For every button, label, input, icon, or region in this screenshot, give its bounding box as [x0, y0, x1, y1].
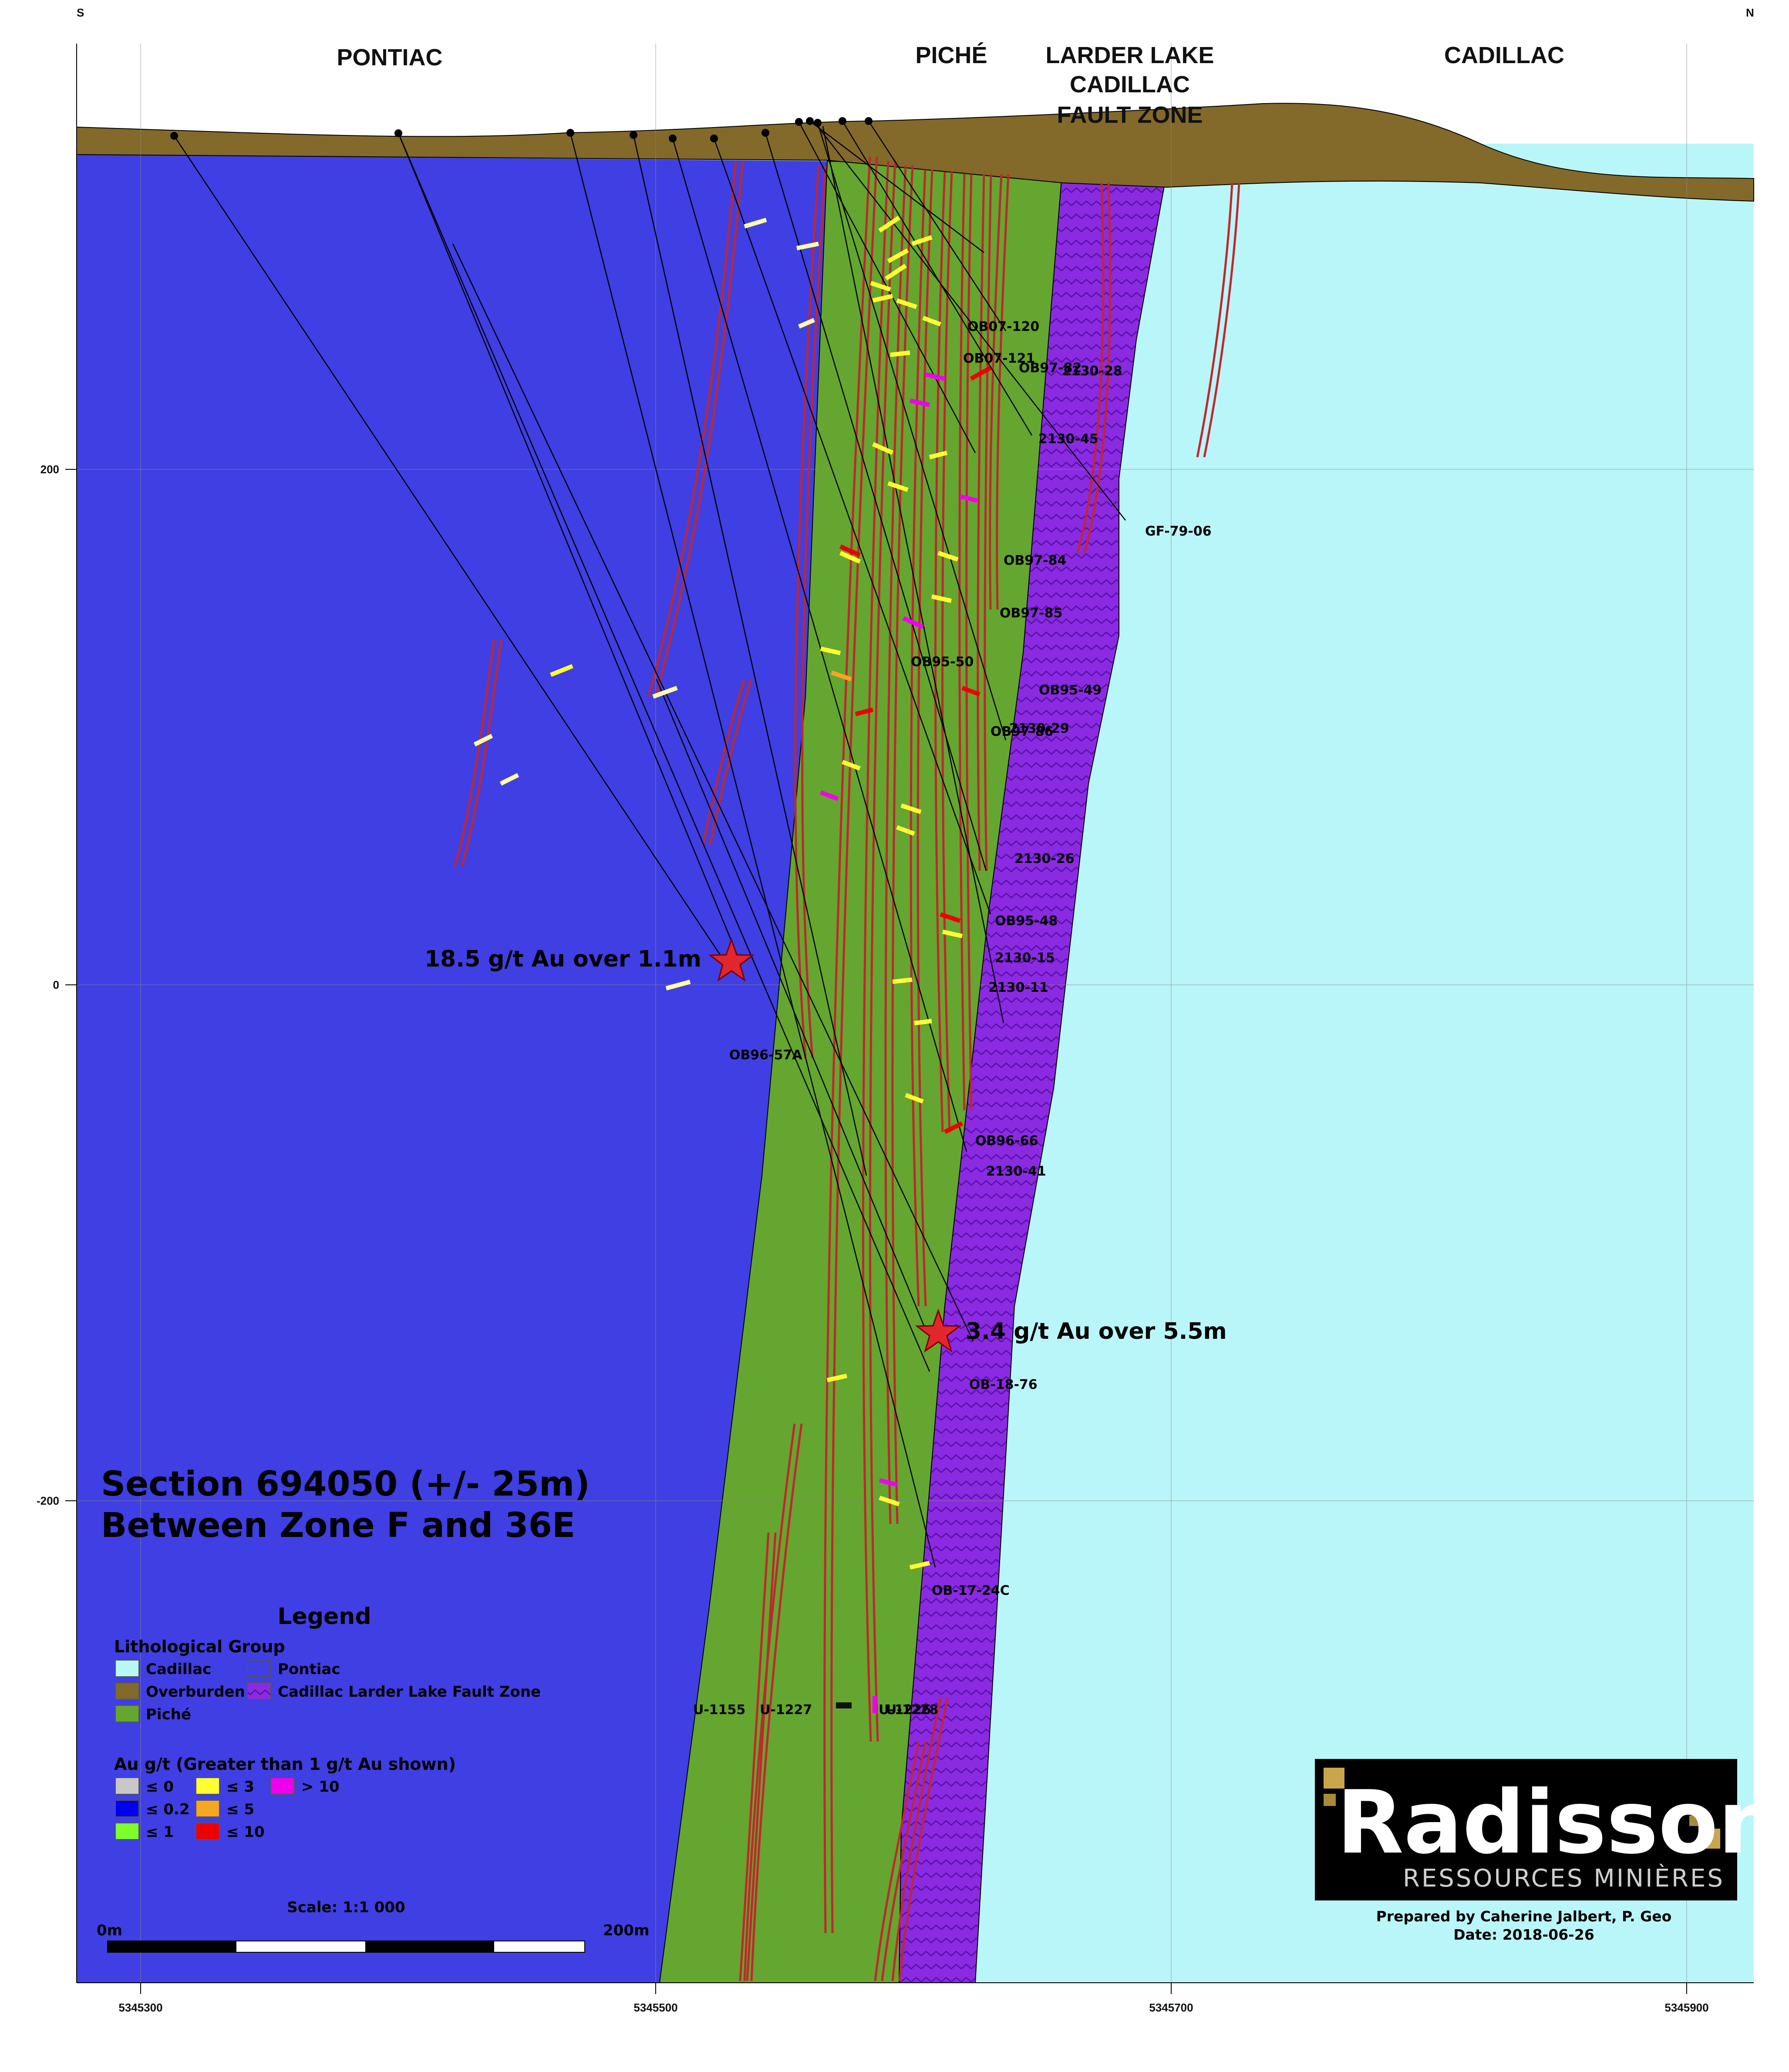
hole-label: OB95-48 [995, 913, 1058, 929]
hole-collar-icon [873, 1696, 877, 1713]
hole-label: OB96-66 [975, 1133, 1038, 1149]
hole-label: OB97-86 [991, 724, 1053, 739]
legend-swatch-fault-zone [247, 1682, 271, 1700]
drill-hole-labels: OB07-120 OB07-121 OB97-82 2130-28 2130-4… [729, 319, 1212, 1598]
intercept-label-2: 3.4 g/t Au over 5.5m [966, 1318, 1227, 1344]
drill-traces [173, 121, 1126, 1568]
legend-swatch-au-10 [195, 1823, 220, 1840]
hole-label: OB-17-24C [932, 1583, 1010, 1598]
drill-collars [170, 117, 873, 142]
map-date: Date: 2018-06-26 [1453, 1926, 1594, 1943]
legend-label-au-gt10: > 10 [301, 1778, 340, 1796]
legend-label-au-5: ≤ 5 [226, 1801, 254, 1818]
legend-label-au-1: ≤ 1 [146, 1823, 174, 1841]
hole-label: OB07-121 [963, 351, 1035, 366]
prepared-by: Prepared by Caherine Jalbert, P. Geo [1376, 1908, 1672, 1925]
legend-swatch-piche [115, 1705, 139, 1722]
cadillac-header: CADILLAC [1444, 42, 1564, 68]
star-icon [915, 1308, 962, 1353]
lithology-layers [76, 103, 1754, 1983]
fault-zone-header-line-1: LARDER LAKE [1046, 42, 1214, 68]
scale-bar: Scale: 1:1 000 0m 200m [97, 1899, 649, 1953]
company-logo: Radisson RESSOURCES MINIÈRES [1315, 1759, 1780, 1900]
legend-swatch-au-5 [195, 1800, 220, 1817]
grid [77, 44, 1754, 1983]
u-hole-label: U-1228 [886, 1702, 938, 1718]
legend-label-au-0: ≤ 0 [146, 1778, 174, 1796]
legend-label-au-10: ≤ 10 [226, 1823, 265, 1841]
au-legend-header: Au g/t (Greater than 1 g/t Au shown) [114, 1755, 456, 1774]
legend-swatch-pontiac [247, 1660, 271, 1677]
hole-label: 2130-29 [1009, 721, 1069, 736]
hole-label: OB96-57A [729, 1048, 802, 1063]
hole-label: 2130-45 [1038, 431, 1098, 447]
legend-swatch-au-02 [115, 1800, 139, 1817]
intercept-label-1: 18.5 g/t Au over 1.1m [425, 946, 701, 972]
piche-header: PICHÉ [915, 42, 987, 68]
u-hole-label: U-1226 [879, 1702, 931, 1718]
pontiac-header: PONTIAC [337, 44, 443, 71]
legend-label-au-3: ≤ 3 [226, 1778, 254, 1796]
legend-swatch-au-gt10 [270, 1777, 295, 1795]
section-title-line-2: Between Zone F and 36E [101, 1506, 575, 1545]
legend-label-cadillac: Cadillac [146, 1661, 211, 1678]
hole-label: OB97-84 [1004, 553, 1066, 568]
underground-holes: U-1155 U-1227 U-1226 U-1228 [693, 1696, 938, 1718]
hole-label: OB95-50 [911, 654, 974, 670]
assay-intervals [473, 216, 992, 1570]
hole-label: 2130-41 [986, 1164, 1046, 1179]
hole-label: 2130-28 [1062, 364, 1122, 379]
hole-collar-icon [836, 1702, 852, 1708]
scale-start-label: 0m [97, 1922, 122, 1939]
x-tick-label-2: 5345500 [633, 2001, 677, 2014]
hole-label: OB97-85 [1000, 606, 1062, 621]
hole-label: OB97-82 [1019, 360, 1081, 376]
y-tick-label-2: 0 [53, 978, 59, 991]
legend-title: Legend [277, 1604, 371, 1630]
south-label: S [77, 6, 84, 19]
x-tick-label-1: 5345300 [118, 2001, 162, 2014]
map-frame [65, 44, 1754, 1994]
fault-zone-unit [898, 169, 1168, 1983]
scale-label: Scale: 1:1 000 [287, 1899, 405, 1916]
y-tick-label-1: 200 [40, 463, 59, 476]
x-tick-label-4: 5345900 [1664, 2001, 1708, 2014]
pontiac-unit [77, 155, 827, 1983]
x-tick-label-3: 5345700 [1149, 2001, 1193, 2014]
north-label: N [1746, 6, 1754, 19]
hole-label: 2130-15 [995, 950, 1055, 966]
star-icon [708, 937, 755, 982]
legend-swatch-overburden [115, 1682, 139, 1700]
legend-swatch-au-0 [115, 1777, 139, 1795]
legend-label-pontiac: Pontiac [278, 1661, 340, 1678]
hole-label: OB-18-76 [969, 1377, 1038, 1392]
hole-label: OB07-120 [967, 319, 1039, 334]
logo-wordmark: Radisson [1337, 1772, 1780, 1873]
legend: Legend Lithological Group Cadillac Ponti… [114, 1604, 541, 1841]
legend-swatch-au-1 [115, 1823, 139, 1840]
legend-swatch-au-3 [195, 1777, 220, 1795]
hole-label: GF-79-06 [1145, 524, 1212, 539]
hole-label: OB95-49 [1039, 683, 1102, 698]
overburden-unit [76, 103, 1754, 202]
legend-label-au-02: ≤ 0.2 [146, 1801, 190, 1818]
y-tick-label-3: -200 [37, 1494, 59, 1507]
hole-label: 2130-26 [1014, 851, 1075, 866]
u-hole-label: U-1155 [693, 1702, 745, 1718]
fault-zone-header-line-3: FAULT ZONE [1057, 102, 1203, 128]
legend-label-overburden: Overburden [146, 1683, 245, 1701]
dykes [454, 156, 1240, 1981]
section-title-line-1: Section 694050 (+/- 25m) [101, 1465, 590, 1504]
logo-tagline: RESSOURCES MINIÈRES [1403, 1864, 1725, 1893]
lithology-legend-header: Lithological Group [114, 1637, 285, 1656]
fault-zone-header-line-2: CADILLAC [1070, 71, 1190, 98]
hole-label: 2130-11 [988, 980, 1048, 995]
scale-end-label: 200m [603, 1922, 649, 1939]
u-hole-label: U-1227 [760, 1702, 812, 1718]
legend-label-piche: Piché [146, 1706, 191, 1723]
legend-swatch-cadillac [115, 1660, 139, 1677]
gold-intercept-stars [708, 937, 962, 1353]
legend-label-fault-zone: Cadillac Larder Lake Fault Zone [278, 1683, 541, 1701]
